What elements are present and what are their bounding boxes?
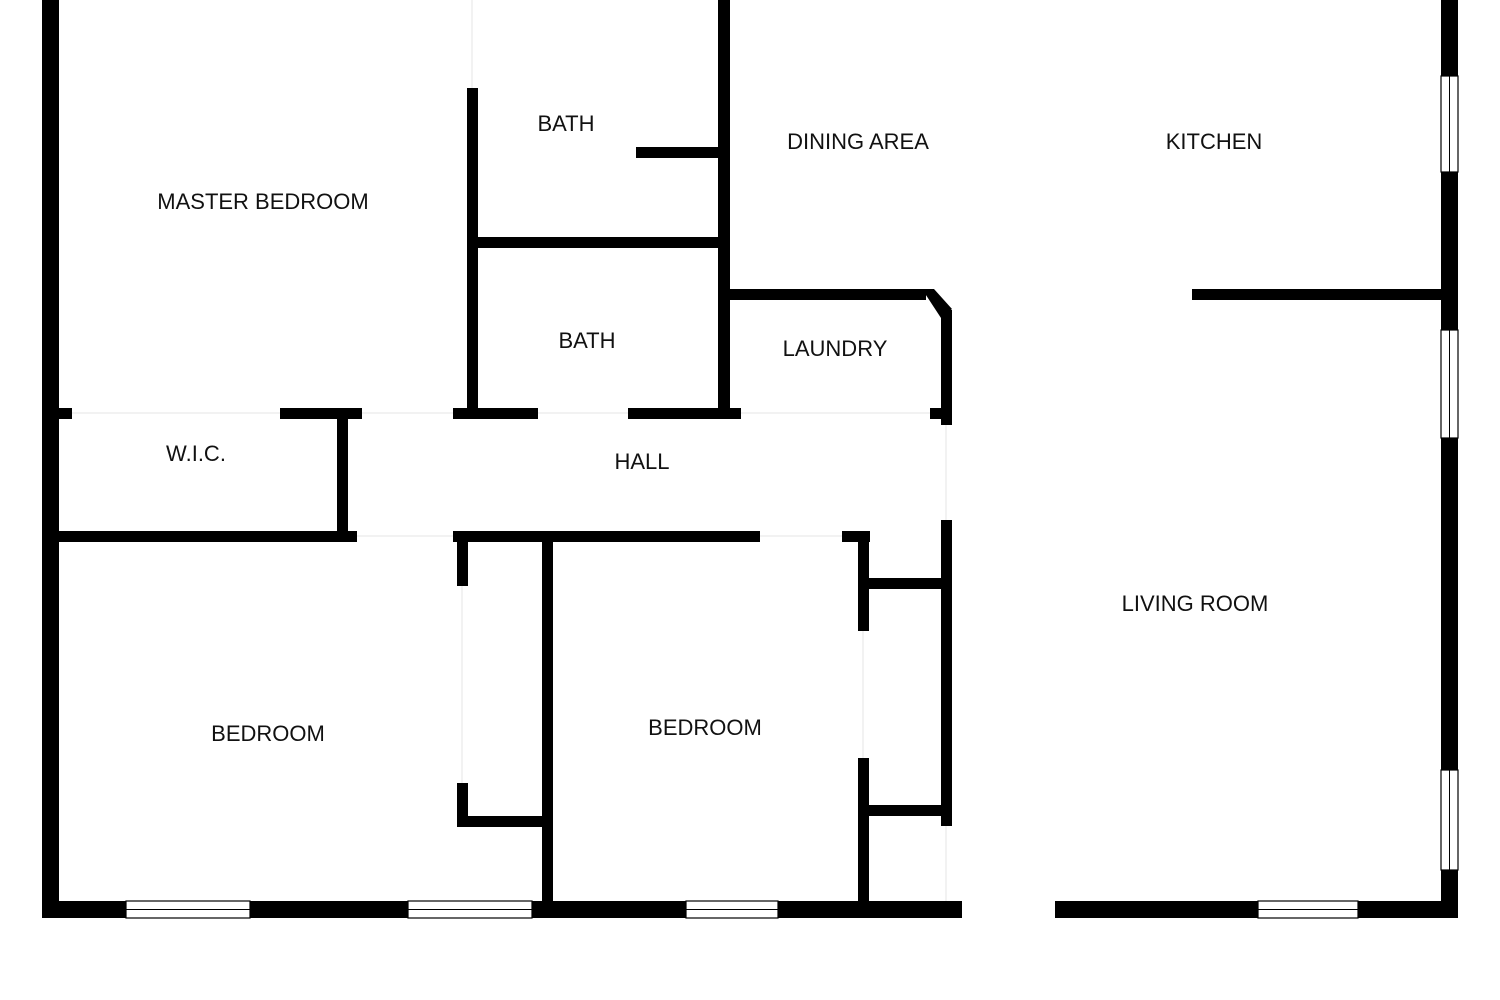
room-label-laundry: LAUNDRY	[783, 336, 888, 361]
room-label-kitchen: KITCHEN	[1166, 129, 1263, 154]
wall-hall-top-3	[453, 408, 538, 419]
wall-closet-shelf-upper	[863, 578, 948, 589]
room-label-bath-upper: BATH	[537, 111, 594, 136]
window-bottom-3	[685, 900, 779, 919]
room-label-master-bedroom: MASTER BEDROOM	[157, 189, 368, 214]
window-right-1	[1440, 75, 1459, 173]
wall-bath-dining	[718, 0, 730, 418]
room-label-hall: HALL	[614, 449, 669, 474]
room-labels: MASTER BEDROOM BATH BATH DINING AREA KIT…	[157, 111, 1268, 746]
openings	[125, 75, 1459, 919]
wall-kitchen-divider	[1192, 289, 1448, 300]
wall-hall-top-5	[930, 408, 952, 419]
room-label-bath-lower: BATH	[558, 328, 615, 353]
window-bottom-1	[125, 900, 251, 919]
window-bottom-4	[1257, 900, 1359, 919]
window-bottom-2	[407, 900, 533, 919]
wall-hall-right	[941, 520, 952, 826]
room-label-dining-area: DINING AREA	[787, 129, 929, 154]
wall-hall-bottom-1	[42, 531, 357, 542]
room-label-living-room: LIVING ROOM	[1122, 591, 1269, 616]
wall-laundry-right	[941, 310, 952, 425]
wall-between-baths	[467, 237, 730, 248]
wall-bedroom-divider	[542, 531, 553, 918]
window-right-3	[1440, 769, 1459, 871]
room-label-bedroom-left: BEDROOM	[211, 721, 325, 746]
wall-closet-shelf-lower	[863, 805, 948, 816]
wall-hall-top-4	[628, 408, 741, 419]
wall-master-bath	[467, 88, 478, 418]
wall-closet-left-top	[457, 531, 468, 586]
wall-laundry-top	[724, 289, 926, 300]
wall-bedroom-right-bottom	[858, 758, 869, 918]
walls	[42, 0, 1458, 918]
window-right-2	[1440, 329, 1459, 439]
room-label-wic: W.I.C.	[166, 441, 226, 466]
exterior-wall-left	[42, 0, 59, 918]
room-label-bedroom-middle: BEDROOM	[648, 715, 762, 740]
wall-wic-right	[337, 408, 348, 542]
door-thresholds	[72, 0, 947, 901]
wall-closet-left-bottom	[457, 783, 468, 827]
wall-hall-bottom-3	[842, 531, 870, 542]
wall-hall-top-2	[280, 408, 362, 419]
entry-door-opening	[962, 901, 1055, 918]
wall-hall-bottom-2	[453, 531, 760, 542]
exterior-wall-right	[1441, 0, 1458, 918]
wall-closet-bottom	[457, 816, 553, 827]
wall-hall-top-1	[42, 408, 72, 419]
wall-bath-stub	[636, 147, 724, 158]
